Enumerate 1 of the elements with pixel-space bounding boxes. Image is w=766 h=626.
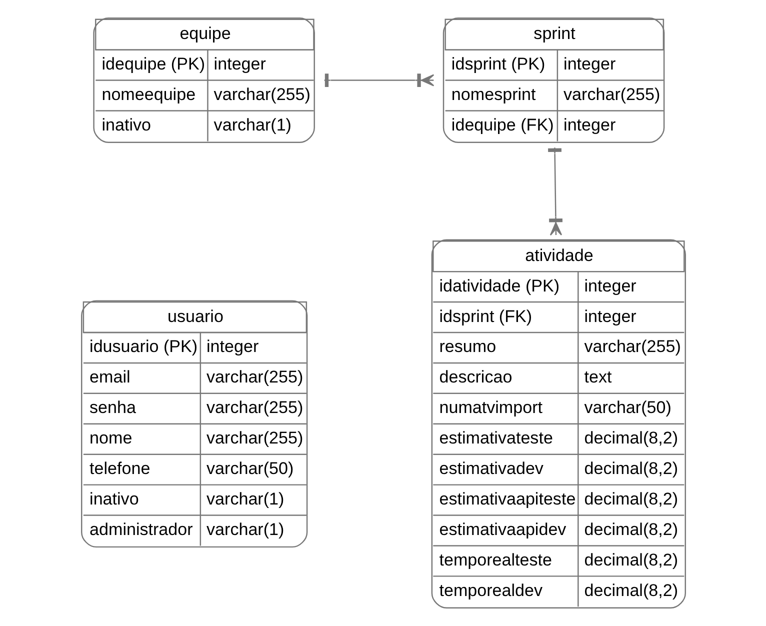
connector [548,148,562,236]
